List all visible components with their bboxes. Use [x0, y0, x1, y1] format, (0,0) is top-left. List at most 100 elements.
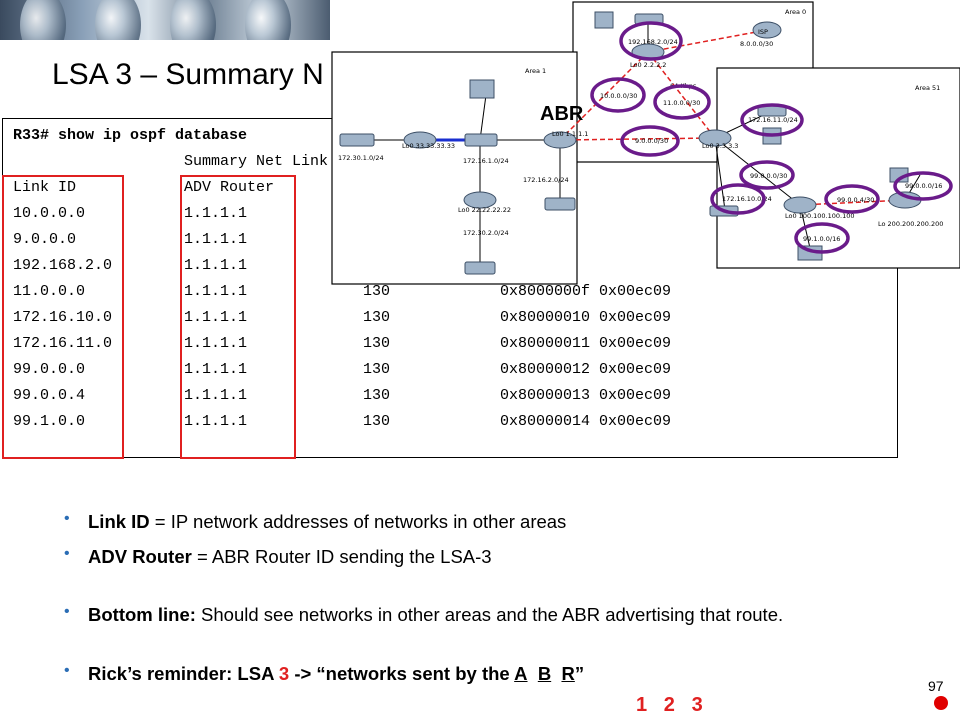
- bullet-term: Rick’s reminder:: [88, 663, 233, 684]
- bullet-text: -> “networks sent by the: [289, 663, 515, 684]
- diagram-label: Lo0 1.1.1.1: [552, 130, 588, 138]
- bullet-dot-icon: •: [64, 510, 70, 527]
- network-label: 172.16.10.0/24: [722, 195, 772, 203]
- isp-router-icon: [752, 21, 782, 39]
- cell-age: 130: [363, 387, 391, 404]
- bullet-link-id: • Link ID = IP network addresses of netw…: [40, 510, 918, 534]
- network-topology-diagram: Area 0 ISP Area 1 Area 51 Lo0 2.2.2.2 64…: [331, 1, 960, 285]
- network-label: 172.30.2.0/24: [463, 229, 509, 237]
- bullet-text: LSA: [232, 663, 279, 684]
- diagram-label: Lo0 2.2.2.2: [630, 61, 666, 69]
- diagram-label: Lo 200.200.200.200: [878, 220, 943, 228]
- router-icon: [463, 191, 497, 209]
- link-id-highlight-box: [2, 175, 124, 459]
- cell-checksum: 0x00ec09: [599, 283, 672, 300]
- network-circle: [893, 171, 953, 201]
- network-label: 9.0.0.0/30: [635, 137, 668, 145]
- network-label: 10.0.0.0/30: [600, 92, 637, 100]
- cell-seq: 0x80000010: [500, 309, 591, 326]
- cell-age: 130: [363, 309, 391, 326]
- cli-command: R33# show ip ospf database: [13, 127, 248, 144]
- cell-adv-router: 1.1.1.1: [184, 413, 248, 430]
- area-1-panel: [331, 51, 578, 285]
- network-label: ISP: [758, 28, 768, 36]
- bullet-dot-icon: •: [64, 603, 70, 620]
- adv-router-highlight-box: [180, 175, 296, 459]
- area-51-panel: [716, 67, 960, 269]
- abr-label: ABR: [540, 103, 584, 125]
- pc-icon: [469, 79, 495, 99]
- cell-seq: 0x80000013: [500, 387, 591, 404]
- switch-icon: [544, 197, 576, 211]
- bullet-dot-icon: •: [64, 545, 70, 562]
- diagram-label: Lo0 100.100.100.100: [785, 212, 855, 220]
- letter-a: A: [514, 663, 528, 684]
- network-label: 172.16.2.0/24: [523, 176, 569, 184]
- router-icon: [403, 131, 437, 149]
- cell-link-id: 172.16.11.0: [13, 335, 113, 352]
- cell-link-id: 9.0.0.0: [13, 231, 77, 248]
- diagram-label: Area 51: [915, 84, 940, 92]
- router-icon: [698, 129, 732, 147]
- cell-link-id: 99.1.0.0: [13, 413, 86, 430]
- column-header-adv-router: ADV Router: [184, 179, 275, 196]
- lsa-number: 3: [278, 663, 290, 684]
- cell-age: 130: [363, 361, 391, 378]
- cell-seq: 0x8000000f: [500, 283, 591, 300]
- network-circle: [620, 125, 680, 157]
- network-circle: [740, 103, 804, 137]
- switch-icon: [339, 133, 375, 147]
- bullet-text: = IP network addresses of networks in ot…: [149, 511, 567, 532]
- switch-icon: [464, 261, 496, 275]
- cell-age: 130: [363, 413, 391, 430]
- abr-number-labels: 1 2 3: [636, 694, 703, 716]
- network-circle: [739, 160, 795, 190]
- letter-b: B: [537, 663, 552, 684]
- slide-title: LSA 3 – Summary N: [52, 58, 324, 91]
- cell-checksum: 0x00ec09: [599, 413, 672, 430]
- network-label: 99.0.0.0/30: [750, 172, 787, 180]
- cell-checksum: 0x00ec09: [599, 309, 672, 326]
- cell-adv-router: 1.1.1.1: [184, 283, 248, 300]
- cell-adv-router: 1.1.1.1: [184, 387, 248, 404]
- network-circle: [653, 84, 711, 120]
- cell-age: 130: [363, 335, 391, 352]
- cell-adv-router: 1.1.1.1: [184, 205, 248, 222]
- network-circle: [710, 183, 766, 215]
- network-circle: [794, 222, 850, 254]
- diagram-label: Area 0: [785, 8, 806, 16]
- network-label: 99.1.0.0/16: [803, 235, 840, 243]
- router-icon: [543, 131, 577, 149]
- bullet-term: Bottom line:: [88, 604, 196, 625]
- bullet-dot-icon: •: [64, 662, 70, 679]
- bullet-ricks-reminder: • Rick’s reminder: LSA 3 -> “networks se…: [40, 662, 918, 686]
- cell-checksum: 0x00ec09: [599, 335, 672, 352]
- network-label: 99.0.0.4/30: [837, 196, 874, 204]
- cell-age: 130: [363, 283, 391, 300]
- cell-seq: 0x80000011: [500, 335, 591, 352]
- header-banner-image: [0, 0, 330, 40]
- page-number: 97: [928, 678, 944, 694]
- cell-link-id: 172.16.10.0: [13, 309, 113, 326]
- network-label: 8.0.0.0/30: [740, 40, 773, 48]
- letter-r: R: [561, 663, 575, 684]
- network-label: 172.16.11.0/24: [748, 116, 798, 124]
- network-circle: [619, 21, 683, 61]
- network-circle: [824, 184, 880, 214]
- network-circle: [590, 77, 646, 113]
- bullet-term: ADV Router: [88, 546, 192, 567]
- bullet-text: Should see networks in other areas and t…: [195, 604, 784, 625]
- bullet-bottom-line: • Bottom line: Should see networks in ot…: [40, 603, 918, 627]
- cell-link-id: 99.0.0.4: [13, 387, 86, 404]
- bullet-text: = ABR Router ID sending the LSA-3: [191, 546, 492, 567]
- cell-adv-router: 1.1.1.1: [184, 257, 248, 274]
- router-icon: [783, 196, 817, 214]
- cell-adv-router: 1.1.1.1: [184, 231, 248, 248]
- cell-adv-router: 1.1.1.1: [184, 309, 248, 326]
- bullet-adv-router: • ADV Router = ABR Router ID sending the…: [40, 545, 918, 569]
- bullet-term: Link ID: [88, 511, 150, 532]
- switch-icon: [464, 133, 498, 147]
- cell-link-id: 192.168.2.0: [13, 257, 113, 274]
- bullet-text: ”: [574, 663, 585, 684]
- network-label: 192.168.2.0/24: [628, 38, 678, 46]
